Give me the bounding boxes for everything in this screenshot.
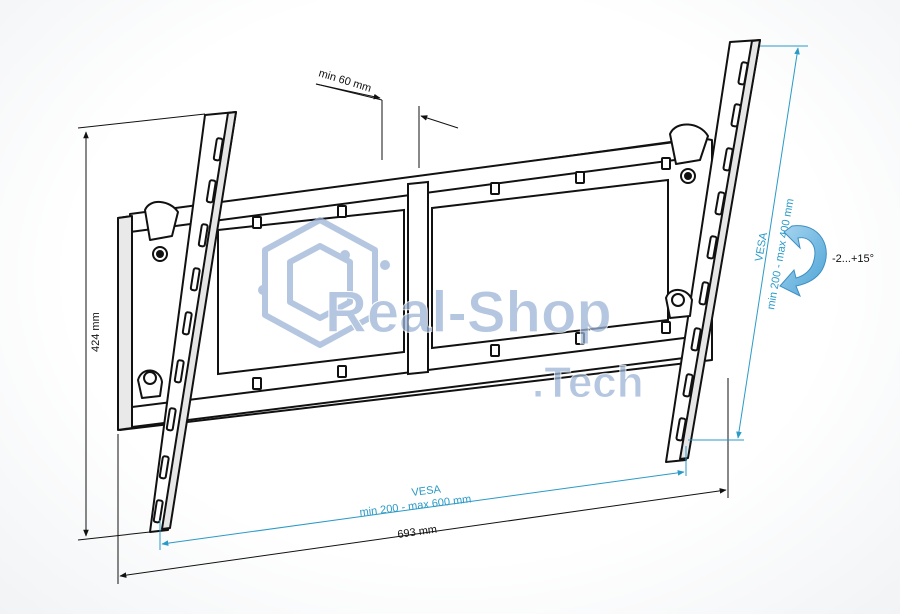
- watermark-suffix: .Tech: [532, 358, 644, 407]
- watermark-brand: Real-Shop: [325, 280, 612, 345]
- center-divider: [407, 180, 429, 376]
- vesa-vertical-dimension: [688, 45, 808, 441]
- left-mounting-arm: [137, 111, 237, 533]
- watermark-logo-icon: [262, 217, 378, 348]
- tilt-range-label: -2...+15°: [832, 253, 874, 265]
- tilt-arrow-icon: [779, 225, 827, 298]
- vesa-horizontal-dimension: [159, 446, 687, 550]
- vesa-vertical-title: VESA: [753, 231, 770, 263]
- vesa-horizontal-title: VESA: [411, 483, 442, 499]
- min-gap-dimension: [315, 83, 459, 168]
- watermark: Real-Shop .Tech: [258, 217, 644, 408]
- vesa-vertical-range: min 200 - max 400 mm: [765, 198, 796, 311]
- plate-slots: [252, 157, 671, 390]
- width-dimension-label: 693 mm: [397, 524, 438, 541]
- height-dimension-label: 424 mm: [90, 312, 102, 352]
